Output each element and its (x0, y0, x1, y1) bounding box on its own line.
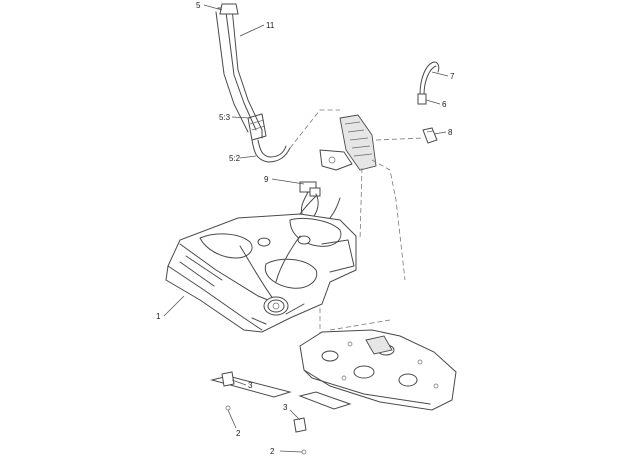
fitting-6 (417, 93, 427, 105)
fuel-tank (165, 195, 357, 333)
callout-5: 5 (196, 1, 201, 10)
filler-neck-tube (215, 3, 267, 141)
callout-6: 6 (442, 100, 447, 109)
callout-2-left: 2 (236, 429, 241, 438)
heat-shield (319, 114, 377, 171)
callout-labels: 5 11 5:3 5:2 9 7 6 8 1 3 3 2 2 (156, 1, 455, 456)
vent-hose-7 (417, 61, 440, 105)
leader-lines (163, 4, 449, 453)
vent-hose-5-2 (251, 139, 291, 163)
strap-right (293, 391, 352, 455)
callout-7: 7 (450, 72, 455, 81)
callout-1: 1 (156, 312, 161, 321)
callout-5-3: 5:3 (219, 113, 231, 122)
bolt-2-right (301, 449, 307, 455)
bolt-2-left (225, 405, 231, 411)
callout-2-right: 2 (270, 447, 275, 456)
pad-3-left (221, 371, 235, 387)
callout-8: 8 (448, 128, 453, 137)
bracket-8 (422, 127, 438, 144)
callout-5-2: 5:2 (229, 154, 241, 163)
callout-3-right: 3 (283, 403, 288, 412)
strap-left (210, 371, 292, 411)
pad-3-right (293, 417, 307, 433)
callout-3-left: 3 (248, 381, 253, 390)
skid-plate (299, 329, 457, 411)
callout-11: 11 (266, 21, 275, 30)
callout-9: 9 (264, 175, 269, 184)
